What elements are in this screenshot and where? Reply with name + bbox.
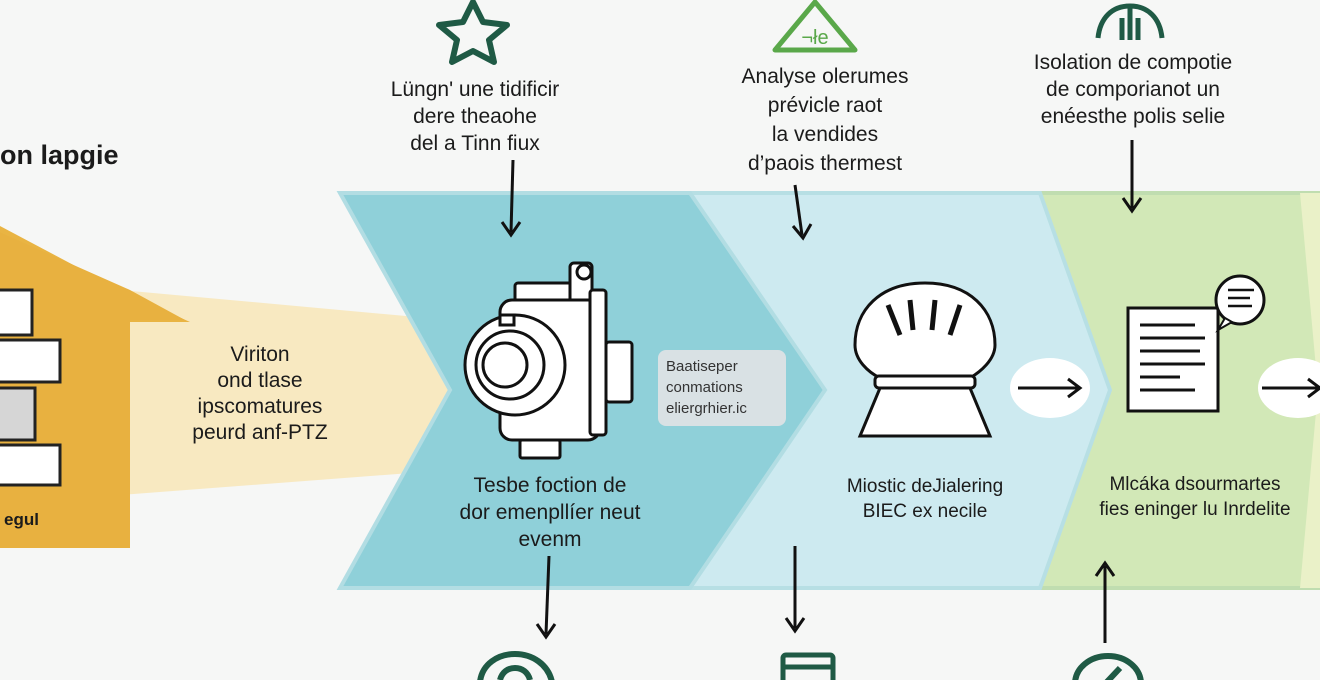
stage-label-line: Mlcáka dsourmartes xyxy=(1109,474,1281,495)
warning-triangle-icon: ¬łе xyxy=(772,0,858,53)
top-label-line: Lüngn' une tidificir xyxy=(390,78,560,101)
stage-1-label: Tesbe foction de dor emenpllíer neut eve… xyxy=(430,472,670,553)
person-icon xyxy=(1095,3,1165,40)
svg-text:¬łе: ¬łе xyxy=(801,27,828,49)
stage-label-line: Tesbe foction de xyxy=(473,474,627,497)
top-arrows xyxy=(500,140,1143,241)
stage-label-line: BIEC ex necile xyxy=(862,501,988,522)
gauge-icon xyxy=(1072,652,1144,680)
input-label-line: peurd anf-PTZ xyxy=(192,421,328,444)
flow-arrow-2 xyxy=(1258,358,1320,418)
document-report-icon xyxy=(1126,274,1266,413)
stage-3-label: Mlcáka dsourmartes fies eninger lu Inrde… xyxy=(1070,472,1320,522)
top-label-line: de comporianot un xyxy=(1046,78,1220,101)
top-label-line: dere theaohe xyxy=(413,105,537,128)
top-label-line: enéesthe polis selie xyxy=(1040,105,1226,128)
top-label-line: prévicle raot xyxy=(767,94,883,117)
top-label-line: del a Tinn fiux xyxy=(410,132,540,155)
input-box-label: egul xyxy=(4,510,39,529)
top-label-line: la vendides xyxy=(771,123,879,146)
stage-label-line: dor emenpllíer neut xyxy=(459,501,641,524)
top-label-1: Lüngn' une tidificir dere theaohe del a … xyxy=(355,76,595,157)
bottom-arrows xyxy=(535,546,1116,643)
stage-label-line: Miostic deJialering xyxy=(846,476,1004,497)
input-funnel xyxy=(120,290,450,495)
pump-icon xyxy=(463,261,634,460)
top-label-2: Analyse olerumes prévicle raot la vendid… xyxy=(700,62,950,178)
star-icon xyxy=(436,0,510,65)
recycle-icon xyxy=(477,650,555,680)
flow-arrow-1 xyxy=(1010,358,1090,418)
input-label-line: ond tlase xyxy=(217,369,303,392)
callout-bubble: Baatiseper conmations eliergrhier.ic xyxy=(658,350,786,426)
input-label-line: ipscomatures xyxy=(197,395,323,418)
top-label-3: Isolation de compotie de comporianot un … xyxy=(1000,49,1266,130)
callout-line: conmations xyxy=(666,379,743,396)
top-label-line: d’paois thermest xyxy=(747,152,903,175)
stage-label-line: evenm xyxy=(518,528,582,551)
stage-label-line: fies eninger lu Inrdelite xyxy=(1099,499,1291,520)
filter-cone-icon xyxy=(853,281,997,438)
battery-icon xyxy=(780,652,836,680)
page-title: on lapgie xyxy=(0,140,119,170)
top-label-line: Analyse olerumes xyxy=(741,65,909,88)
stacked-blocks-icon xyxy=(0,288,62,487)
input-label: Viriton ond tlase ipscomatures peurd anf… xyxy=(175,342,345,446)
callout-line: eliergrhier.ic xyxy=(666,400,747,417)
top-label-line: Isolation de compotie xyxy=(1033,51,1233,74)
input-label-line: Viriton xyxy=(230,343,290,366)
stage-2-label: Miostic deJialering BIEC ex necile xyxy=(810,474,1040,524)
callout-line: Baatiseper xyxy=(666,358,738,375)
